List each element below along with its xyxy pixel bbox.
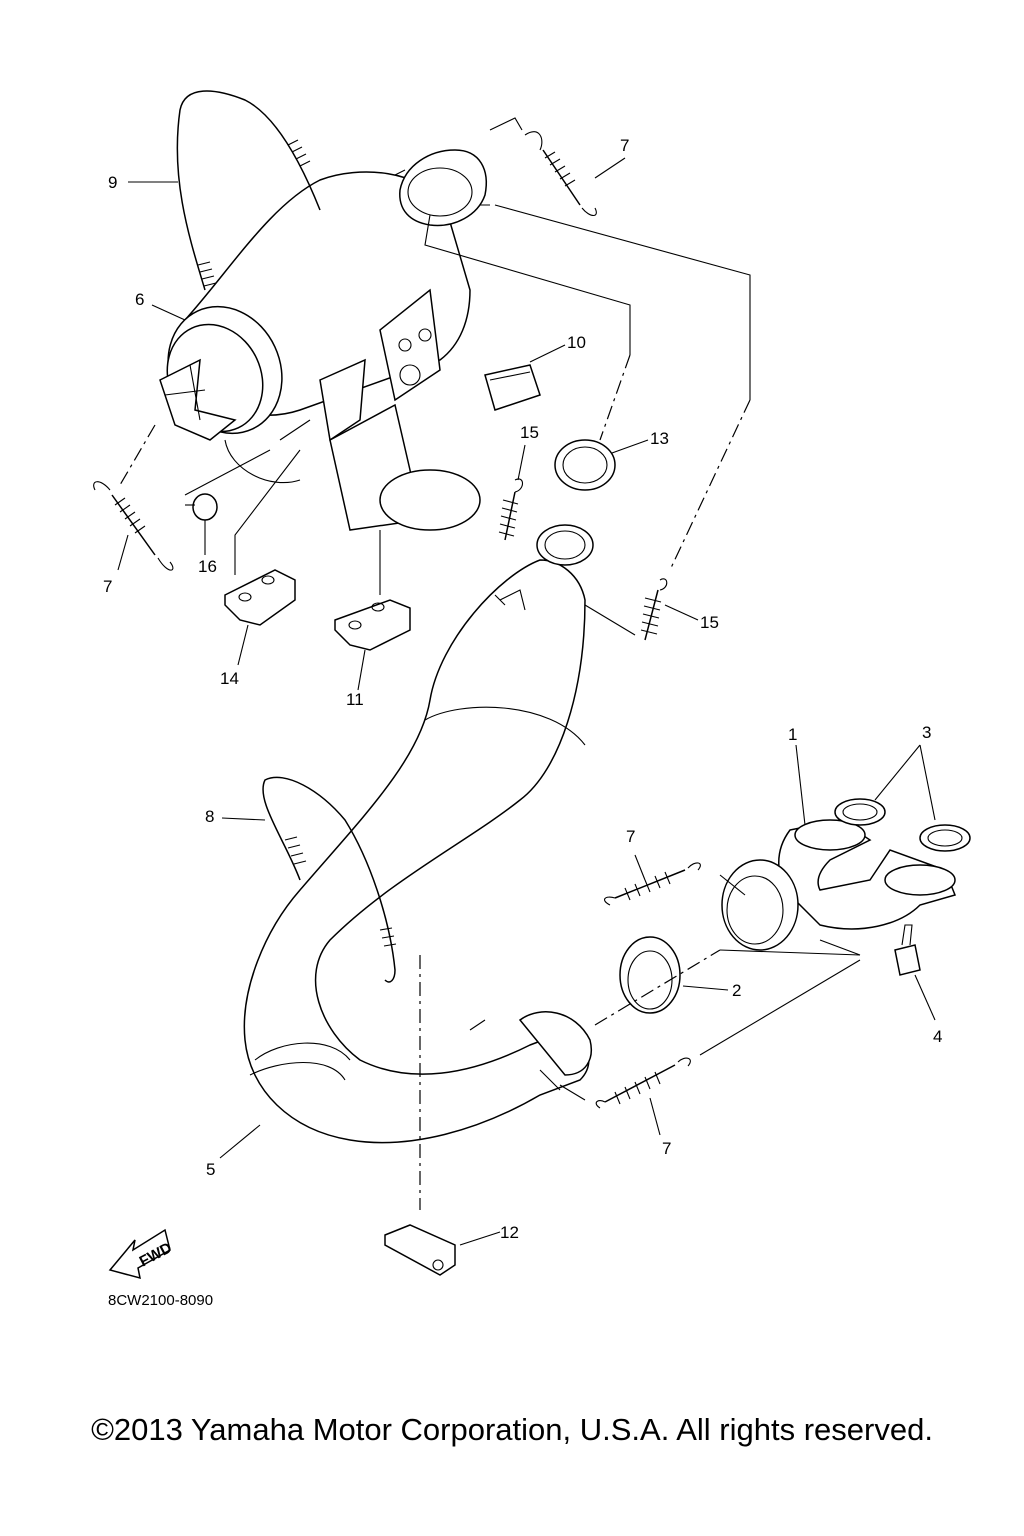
- spring-hook-part-8: [262, 776, 397, 983]
- callout-p7d: 7: [662, 1139, 671, 1158]
- callout-p2: 2: [732, 981, 741, 1000]
- grommet-part-16: [185, 493, 218, 521]
- callout-labels: 7 9 6 10 15 13 16 7 15 14 11 1 3 8 7 2 4…: [103, 136, 942, 1242]
- silencer-part-6: [159, 149, 490, 531]
- callout-p11: 11: [346, 690, 364, 709]
- leader-lines: [117, 157, 936, 1246]
- callout-p15a: 15: [520, 423, 539, 442]
- damper-part-14: [224, 569, 296, 626]
- bolt-part-4: [894, 924, 921, 976]
- callout-p9: 9: [108, 173, 117, 192]
- callout-p15b: 15: [700, 613, 719, 632]
- callout-p6: 6: [135, 290, 144, 309]
- manifold-part-1: [721, 819, 957, 951]
- gasket-part-13: [554, 439, 616, 491]
- assembly-lines: [119, 117, 861, 1210]
- springs: [93, 131, 701, 1109]
- damper-part-11: [334, 599, 411, 651]
- damper-part-10: [484, 364, 541, 411]
- protector-part-12: [384, 1224, 456, 1276]
- callout-p12: 12: [500, 1223, 519, 1242]
- diagram-code: 8CW2100-8090: [108, 1292, 213, 1309]
- callout-p10: 10: [567, 333, 586, 352]
- callout-p8: 8: [205, 807, 214, 826]
- callout-p3: 3: [922, 723, 931, 742]
- o-ring-part-2: [619, 936, 681, 1014]
- callout-p7a: 7: [620, 136, 629, 155]
- callout-p5: 5: [206, 1160, 215, 1179]
- callout-p16: 16: [198, 557, 217, 576]
- callout-p4: 4: [933, 1027, 942, 1046]
- callout-p14: 14: [220, 669, 239, 688]
- spring-hook-part-9: [176, 90, 321, 291]
- callout-p1: 1: [788, 725, 797, 744]
- fwd-arrow: FWD: [108, 1228, 175, 1280]
- callout-p7b: 7: [103, 577, 112, 596]
- callout-p7c: 7: [626, 827, 635, 846]
- exhaust-pipe-part-5: [243, 524, 594, 1144]
- callout-p13: 13: [650, 429, 669, 448]
- copyright-notice: ©2013 Yamaha Motor Corporation, U.S.A. A…: [91, 1412, 933, 1447]
- gaskets-part-3: [834, 798, 971, 852]
